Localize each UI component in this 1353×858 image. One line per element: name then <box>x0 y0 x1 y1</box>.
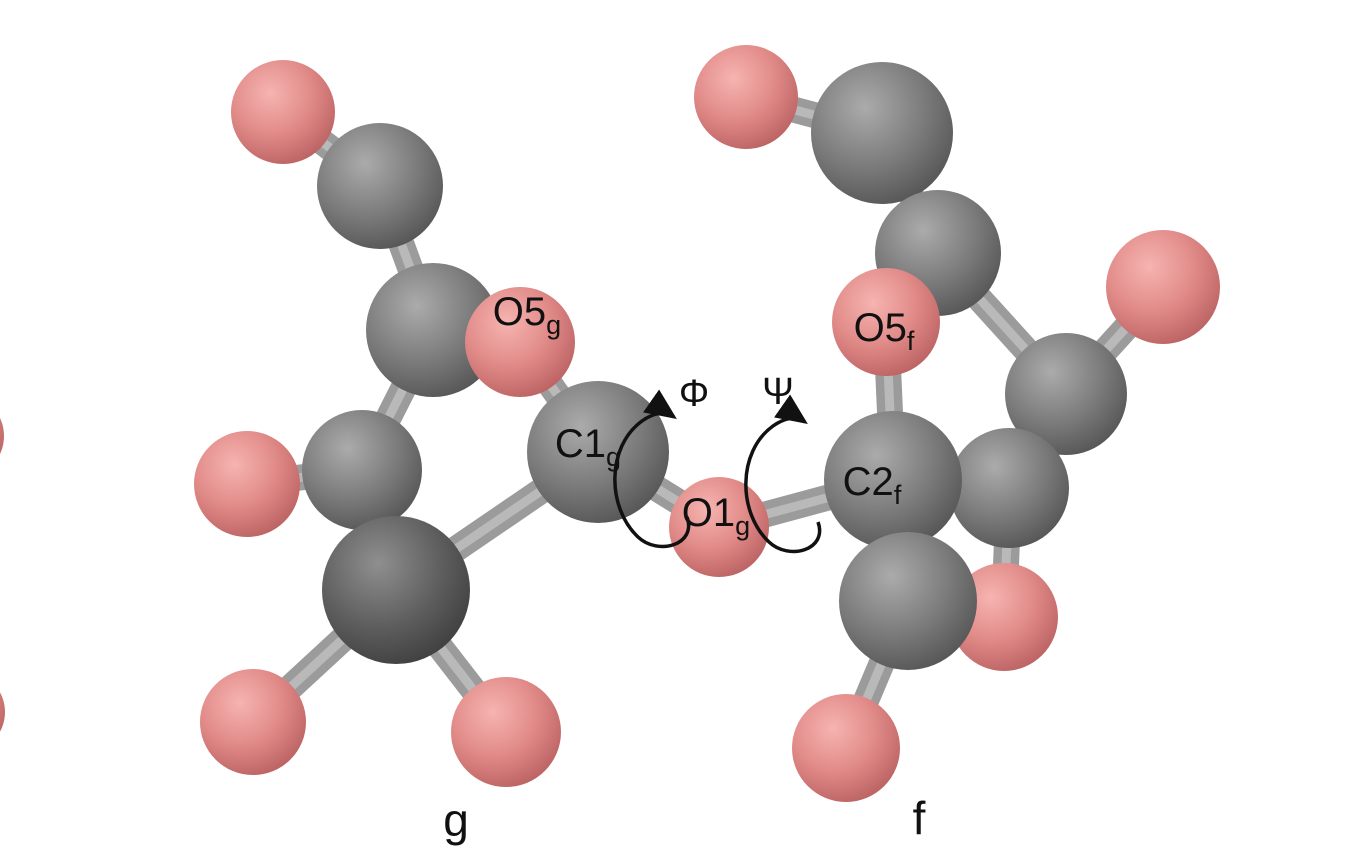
label-phi: Φ <box>679 373 709 415</box>
label-O1g: O1g <box>682 491 750 541</box>
oxygen-atom-O1f <box>792 694 900 802</box>
oxygen-atom-O5g <box>465 287 575 397</box>
carbon-atom-C1g <box>527 381 669 523</box>
oxygen-atom-O6f <box>694 45 798 149</box>
oxygen-atom-O5f <box>832 268 940 376</box>
carbon-atom-C3g <box>322 516 470 664</box>
carbon-atom-C6f <box>811 62 953 204</box>
label-O5g: O5g <box>493 290 561 340</box>
oxygen-atom-Oedge1 <box>0 418 4 454</box>
oxygen-atom-O4f <box>1106 230 1220 344</box>
oxygen-atom-O2g <box>451 677 561 787</box>
label-C2f: C2f <box>843 460 902 510</box>
label-psi: Ψ <box>762 371 794 413</box>
atoms <box>0 45 1220 802</box>
oxygen-atom-O4g <box>194 431 300 537</box>
carbon-atom-C4g <box>302 410 422 530</box>
oxygen-atom-O3g <box>200 669 306 775</box>
carbon-atom-C1fd <box>839 532 977 670</box>
ring-label-g: g <box>443 794 469 846</box>
carbon-atom-C2f <box>824 411 962 549</box>
label-C1g: C1g <box>555 422 621 472</box>
phi-torsion-arrow-icon <box>613 389 691 549</box>
carbon-atom-C3f <box>949 428 1069 548</box>
carbon-atom-C5g <box>366 263 500 397</box>
carbon-atom-C4f <box>1005 333 1127 455</box>
oxygen-atom-O6g <box>231 60 335 164</box>
oxygen-atom-Oedge2 <box>0 692 5 732</box>
ring-label-f: f <box>912 792 926 844</box>
oxygen-atom-O1g <box>669 477 769 577</box>
label-O5f: O5f <box>854 306 915 356</box>
psi-torsion-arrow-icon <box>744 394 822 554</box>
oxygen-atom-O3f <box>950 563 1058 671</box>
carbon-atom-C6g <box>317 123 443 249</box>
